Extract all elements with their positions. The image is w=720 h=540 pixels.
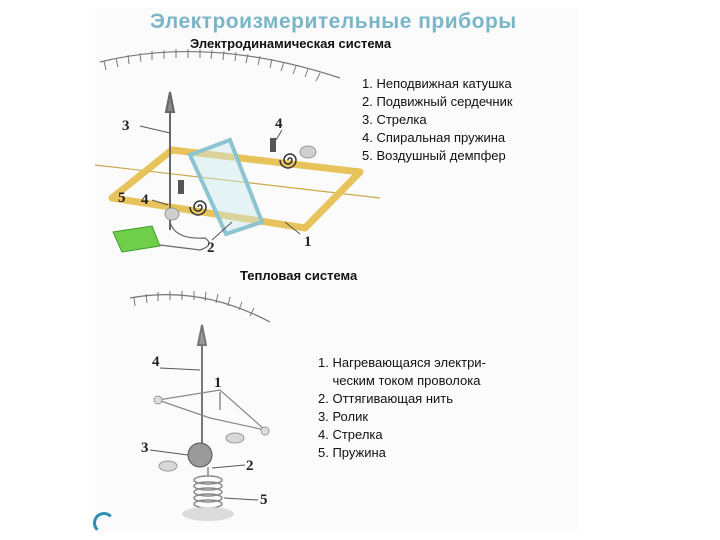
legend-item: 4. Стрелка [318, 427, 383, 442]
leader-lines [139, 125, 301, 241]
label-2: 2 [207, 240, 215, 256]
legend-item: 5. Пружина [318, 445, 386, 460]
legend-item: 3. Стрелка [362, 112, 427, 127]
spiral-spring-icon [189, 153, 297, 216]
legend-item: 1. Нагревающаяся электри- [318, 355, 486, 370]
label-4: 4 [275, 116, 283, 132]
label-5: 5 [260, 492, 268, 508]
legend-item: 2. Подвижный сердечник [362, 94, 513, 109]
air-damper [159, 221, 210, 251]
section2-subtitle: Тепловая система [240, 268, 358, 283]
fixed-coil [108, 146, 364, 232]
section2-legend: 1. Нагревающаяся электри- ческим током п… [318, 354, 486, 462]
label-3: 3 [141, 440, 149, 456]
spring-posts [178, 138, 276, 194]
pointer-arrow-icon [196, 324, 208, 450]
label-1: 1 [304, 234, 312, 250]
dial-scale-icon [99, 49, 341, 82]
label-3: 3 [122, 118, 130, 134]
section1-legend: 1. Неподвижная катушка 2. Подвижный серд… [362, 75, 513, 165]
dial-scale-icon [129, 291, 271, 323]
pulley-icon [187, 442, 213, 468]
legend-item: 5. Воздушный демпфер [362, 148, 506, 163]
axle-caps [164, 145, 317, 221]
spring-base [182, 507, 234, 521]
label-5: 5 [118, 190, 126, 206]
label-2: 2 [246, 458, 254, 474]
content-panel [95, 8, 578, 532]
section1-subtitle: Электродинамическая система [190, 36, 392, 51]
heating-wire [157, 389, 266, 431]
moving-core [187, 137, 265, 237]
legend-item: ческим током проволока [318, 373, 481, 388]
label-4: 4 [152, 354, 160, 370]
legend-item: 3. Ролик [318, 409, 369, 424]
leader-lines [149, 367, 259, 501]
corner-logo-icon [93, 512, 115, 534]
label-1: 1 [214, 375, 222, 391]
legend-item: 2. Оттягивающая нить [318, 391, 454, 406]
axle-caps [158, 432, 245, 472]
page-title: Электроизмерительные приборы [150, 10, 517, 33]
helical-spring-icon [193, 467, 223, 509]
damper-box [112, 225, 161, 253]
legend-item: 1. Неподвижная катушка [362, 76, 512, 91]
legend-item: 4. Спиральная пружина [362, 130, 506, 145]
label-4: 4 [141, 192, 149, 208]
wire-terminals [153, 395, 270, 436]
